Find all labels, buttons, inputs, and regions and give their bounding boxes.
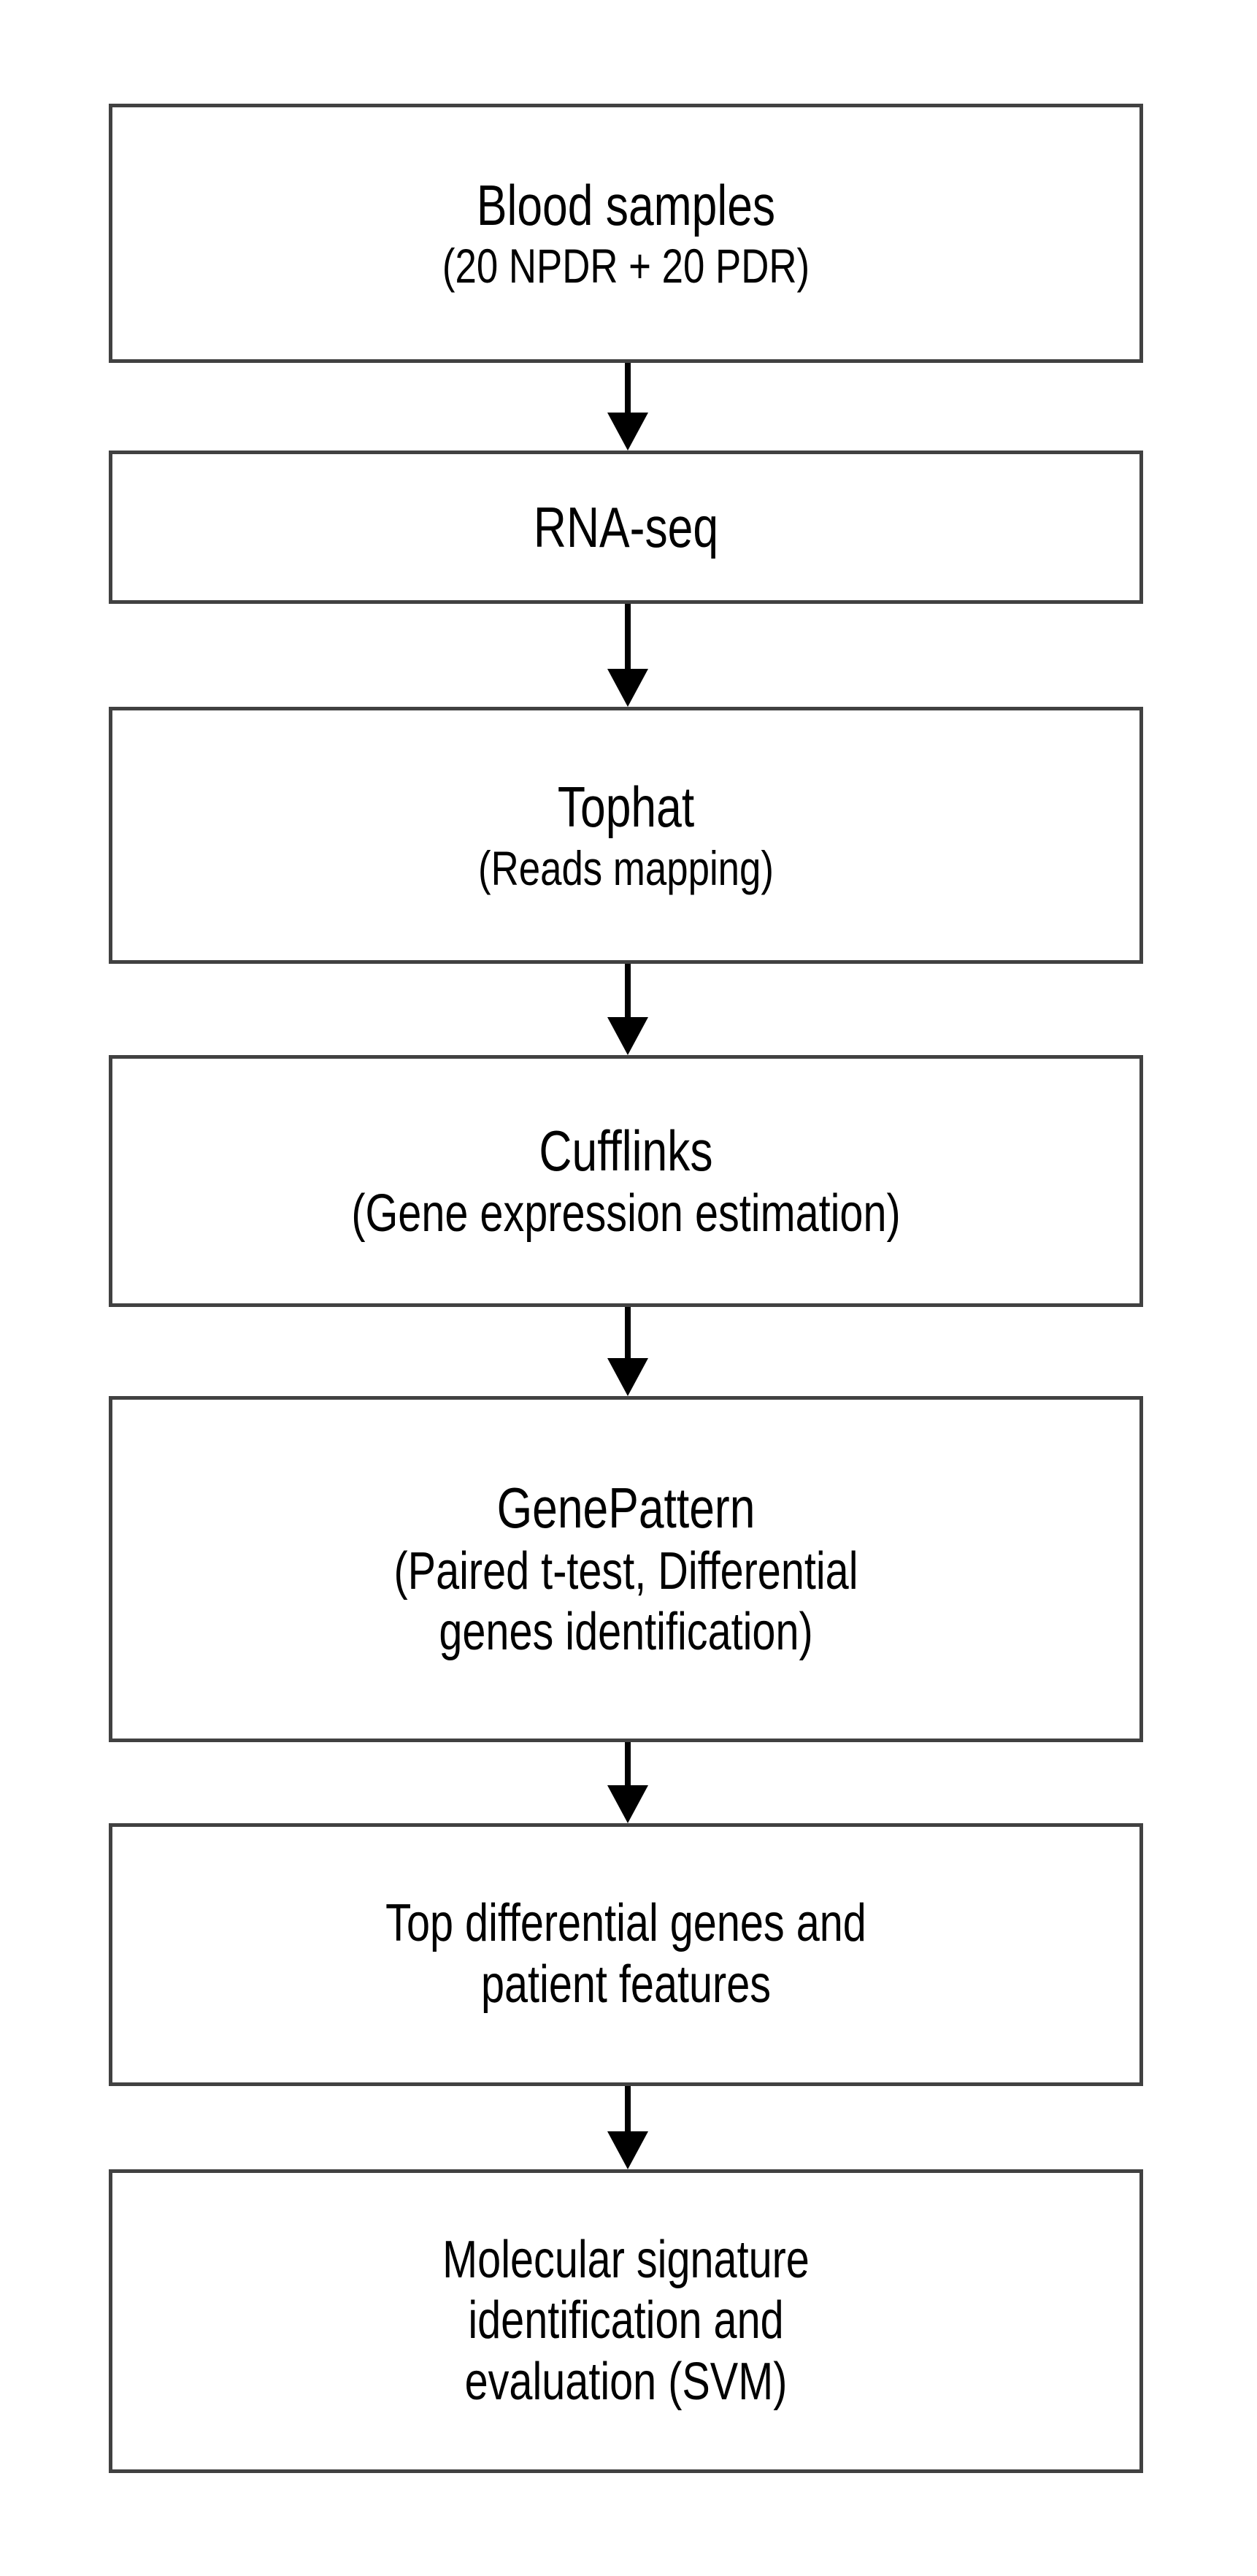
node-molecular-signature[interactable]: Molecular signature identification and e… bbox=[109, 2169, 1143, 2473]
node-blood-samples-line-2: (20 NPDR + 20 PDR) bbox=[442, 239, 810, 294]
arrow-head bbox=[607, 413, 648, 451]
arrow-shaft bbox=[625, 1742, 631, 1786]
arrow-blood-samples-to-rna-seq bbox=[606, 363, 650, 451]
node-tophat-line-1: Tophat bbox=[557, 775, 695, 840]
arrow-head bbox=[607, 1358, 648, 1396]
node-genepattern-line-3: genes identification) bbox=[439, 1603, 813, 1662]
node-rna-seq-line-1: RNA-seq bbox=[533, 494, 719, 559]
arrow-shaft bbox=[625, 363, 631, 413]
arrow-head bbox=[607, 1785, 648, 1823]
arrow-top-differential-genes-to-molecular-signature bbox=[606, 2086, 650, 2169]
node-genepattern-line-1: GenePattern bbox=[496, 1476, 756, 1541]
node-rna-seq[interactable]: RNA-seq bbox=[109, 451, 1143, 604]
arrow-shaft bbox=[625, 964, 631, 1018]
arrow-shaft bbox=[625, 1307, 631, 1359]
node-blood-samples-line-1: Blood samples bbox=[476, 172, 776, 237]
node-cufflinks-line-1: Cufflinks bbox=[539, 1118, 713, 1183]
node-blood-samples[interactable]: Blood samples (20 NPDR + 20 PDR) bbox=[109, 104, 1143, 363]
node-top-differential-genes-line-1: Top differential genes and bbox=[385, 1894, 866, 1953]
node-molecular-signature-line-2: identification and bbox=[468, 2291, 784, 2350]
arrow-head bbox=[607, 2131, 648, 2169]
node-top-differential-genes[interactable]: Top differential genes and patient featu… bbox=[109, 1823, 1143, 2086]
node-molecular-signature-line-1: Molecular signature bbox=[442, 2230, 810, 2289]
arrow-tophat-to-cufflinks bbox=[606, 964, 650, 1055]
arrow-cufflinks-to-genepattern bbox=[606, 1307, 650, 1396]
node-tophat-line-2: (Reads mapping) bbox=[478, 840, 774, 895]
node-tophat[interactable]: Tophat (Reads mapping) bbox=[109, 707, 1143, 964]
arrow-shaft bbox=[625, 604, 631, 670]
arrow-rna-seq-to-tophat bbox=[606, 604, 650, 707]
arrow-head bbox=[607, 1017, 648, 1055]
arrow-genepattern-to-top-differential-genes bbox=[606, 1742, 650, 1823]
arrow-shaft bbox=[625, 2086, 631, 2132]
arrow-head bbox=[607, 669, 648, 707]
node-genepattern-line-2: (Paired t-test, Differential bbox=[393, 1541, 858, 1601]
node-molecular-signature-line-3: evaluation (SVM) bbox=[464, 2352, 788, 2411]
node-cufflinks[interactable]: Cufflinks (Gene expression estimation) bbox=[109, 1055, 1143, 1307]
node-cufflinks-line-2: (Gene expression estimation) bbox=[351, 1184, 901, 1243]
node-genepattern[interactable]: GenePattern (Paired t-test, Differential… bbox=[109, 1396, 1143, 1742]
node-top-differential-genes-line-2: patient features bbox=[480, 1955, 772, 2014]
